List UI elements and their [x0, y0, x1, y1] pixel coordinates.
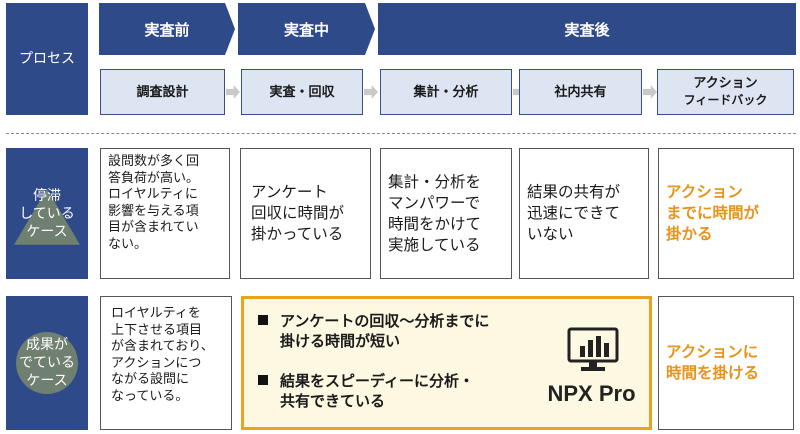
stagnant-fieldwork-cell: アンケート回収に時間が掛かっている — [240, 148, 371, 279]
phase-after: 実査後 — [378, 3, 796, 55]
circle-icon — [16, 332, 78, 394]
monitor-chart-icon — [567, 327, 619, 371]
npx-pro-highlight-box: アンケートの回収～分析までに 掛ける時間が短い 結果をスピーディーに分析・ 共有… — [241, 296, 652, 430]
step-fieldwork: 実査・回収 — [241, 69, 363, 115]
step-survey-design: 調査設計 — [100, 69, 225, 115]
phase-during: 実査中 — [238, 3, 375, 55]
stagnant-analysis-cell: 集計・分析をマンパワーで 時間をかけて実施している — [380, 148, 512, 279]
row-label-stagnant: 停滞 している ケース — [6, 148, 88, 279]
stagnant-sharing-text: 結果の共有が迅速にできていない — [527, 183, 621, 243]
stagnant-fieldwork-text: アンケート回収に時間が掛かっている — [251, 183, 345, 243]
row-label-stagnant-text: 停滞 している ケース — [19, 187, 75, 240]
row-label-success: 成果が でている ケース — [6, 296, 88, 430]
success-action-text: アクションに時間を掛ける — [666, 343, 760, 382]
stagnant-sharing-cell: 結果の共有が迅速にできていない — [519, 148, 649, 279]
stagnant-action-text: アクションまでに時間が掛かる — [666, 183, 760, 243]
phase-before: 実査前 — [99, 3, 235, 55]
success-design-cell: ロイヤルティを上下させる項目 が含まれており、アクションにつ ながる設問になって… — [100, 296, 232, 430]
row-label-process: プロセス — [6, 3, 88, 115]
bullet-item: アンケートの回収～分析までに 掛ける時間が短い — [258, 311, 489, 351]
square-bullet-icon — [258, 374, 268, 385]
divider — [6, 133, 796, 134]
step-analysis: 集計・分析 — [380, 69, 512, 115]
arrow-right-icon — [226, 85, 240, 99]
row-label-success-text: 成果が でている ケース — [19, 337, 75, 389]
stagnant-analysis-text: 集計・分析をマンパワーで 時間をかけて実施している — [388, 172, 482, 254]
bullet-item: 結果をスピーディーに分析・ 共有できている — [258, 371, 474, 411]
arrow-right-icon — [364, 85, 378, 99]
row-label-process-text: プロセス — [19, 51, 75, 67]
step-sharing: 社内共有 — [519, 69, 642, 115]
step-action-label: アクション — [693, 76, 758, 91]
product-name: NPX Pro — [547, 381, 636, 406]
triangle-icon — [14, 188, 80, 245]
step-action-feedback: アクション フィードバック — [657, 69, 794, 115]
success-action-cell: アクションに時間を掛ける — [658, 296, 794, 430]
stagnant-action-cell: アクションまでに時間が掛かる — [658, 148, 794, 279]
square-bullet-icon — [258, 314, 268, 325]
step-action-sub: フィードバック — [683, 93, 768, 107]
stagnant-design-cell: 設問数が多く回答負荷が高い。 ロイヤルティに影響を与える項 目が含まれていない。 — [100, 148, 230, 279]
arrow-right-icon — [643, 85, 657, 99]
